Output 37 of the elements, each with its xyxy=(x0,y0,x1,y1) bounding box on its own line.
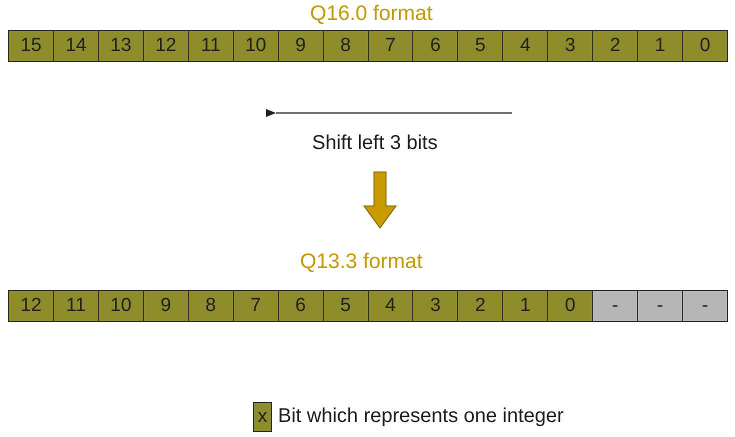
bit-cell: - xyxy=(592,290,638,322)
shift-note: Shift left 3 bits xyxy=(312,132,438,155)
bit-cell: 7 xyxy=(232,290,279,322)
bit-cell: 4 xyxy=(368,290,414,322)
bit-cell: 11 xyxy=(52,290,99,322)
bit-cell: 10 xyxy=(232,30,279,62)
bit-cell: 13 xyxy=(98,30,144,62)
bit-cell: 5 xyxy=(322,290,368,322)
bit-cell: - xyxy=(637,290,684,322)
format-title: Q16.0 format xyxy=(310,2,433,26)
bit-cell: 5 xyxy=(457,30,504,62)
format-title: Q13.3 format xyxy=(300,250,423,274)
bit-cell: 6 xyxy=(278,290,324,322)
bit-cell: 8 xyxy=(322,30,368,62)
bit-cell: 7 xyxy=(368,30,414,62)
bit-cell: - xyxy=(682,290,728,322)
bit-cell: 3 xyxy=(412,290,458,322)
bit-cell: 6 xyxy=(412,30,458,62)
bit-cell: 1 xyxy=(637,30,684,62)
bit-cell: 14 xyxy=(52,30,99,62)
bit-cell: 8 xyxy=(188,290,234,322)
legend-text: Bit which represents one integer xyxy=(278,405,564,428)
bit-cell: 9 xyxy=(278,30,324,62)
bit-cell: 11 xyxy=(188,30,234,62)
bit-cell: 12 xyxy=(142,30,189,62)
bit-cell: 4 xyxy=(502,30,548,62)
bit-cell: 9 xyxy=(142,290,189,322)
bit-cell: 12 xyxy=(8,290,54,322)
bit-cell: 3 xyxy=(547,30,594,62)
bit-cell: 1 xyxy=(502,290,548,322)
bit-cell: 0 xyxy=(682,30,728,62)
bit-cell: 15 xyxy=(8,30,54,62)
bit-cell: 0 xyxy=(547,290,594,322)
bit-cell: 2 xyxy=(457,290,504,322)
legend-swatch: x xyxy=(253,402,272,432)
bit-cell: 10 xyxy=(98,290,144,322)
bit-cell: 2 xyxy=(592,30,638,62)
